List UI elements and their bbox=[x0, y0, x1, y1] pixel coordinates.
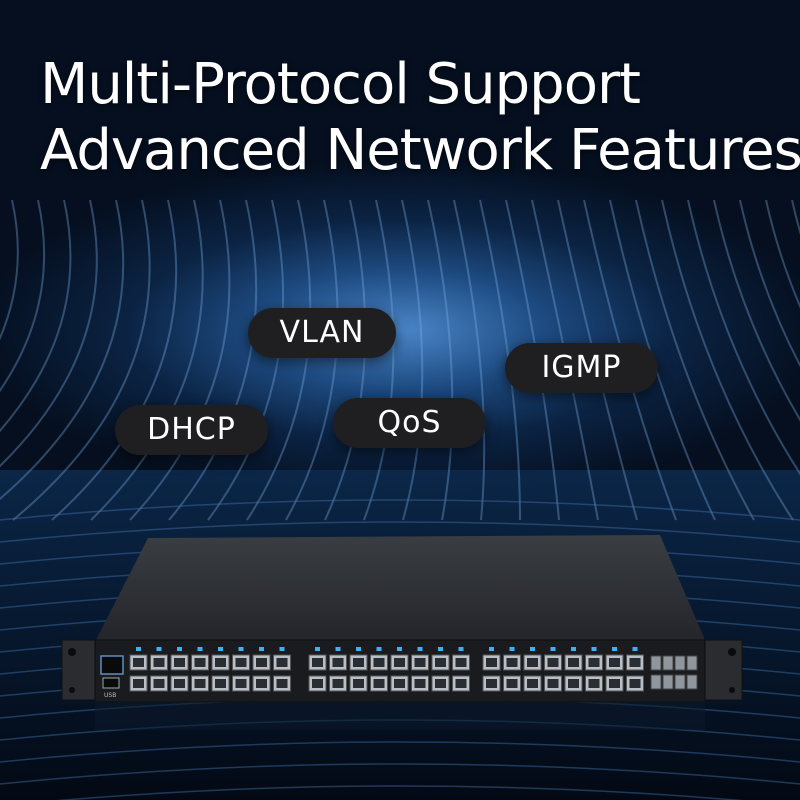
sfp-port bbox=[650, 655, 662, 671]
rj45-socket bbox=[276, 679, 288, 688]
rj45-socket bbox=[174, 658, 185, 667]
port-led bbox=[417, 647, 423, 651]
rj45-socket bbox=[332, 658, 344, 667]
dhcp-badge: DHCP bbox=[115, 405, 268, 455]
port-led bbox=[197, 647, 203, 651]
port-led bbox=[571, 647, 576, 651]
rj45-socket bbox=[153, 679, 165, 688]
rj45-socket bbox=[133, 679, 144, 688]
sfp-port bbox=[686, 655, 698, 671]
port-led bbox=[279, 647, 285, 651]
port-led bbox=[397, 647, 402, 651]
left-rack-ear bbox=[61, 639, 96, 701]
rj45-socket bbox=[486, 658, 497, 667]
sfp-port bbox=[662, 655, 674, 671]
console-port bbox=[100, 655, 124, 675]
rj45-socket bbox=[215, 679, 226, 688]
rj45-socket bbox=[394, 658, 405, 667]
port-led bbox=[136, 647, 141, 651]
headline-line-2: Advanced Network Features bbox=[40, 118, 800, 183]
port-led bbox=[550, 647, 556, 651]
rj45-socket bbox=[414, 679, 426, 688]
rj45-socket bbox=[215, 658, 226, 667]
sfp-port bbox=[674, 655, 686, 671]
rj45-socket bbox=[609, 679, 620, 688]
rj45-socket bbox=[588, 679, 600, 688]
port-led bbox=[612, 647, 617, 651]
rj45-socket bbox=[455, 658, 467, 667]
qos-badge: QoS bbox=[333, 398, 486, 448]
rj45-socket bbox=[435, 658, 446, 667]
port-led bbox=[356, 647, 361, 651]
sfp-port bbox=[662, 674, 674, 690]
vlan-badge: VLAN bbox=[248, 308, 396, 358]
rj45-socket bbox=[568, 679, 579, 688]
port-led bbox=[177, 647, 182, 651]
port-led bbox=[238, 647, 244, 651]
rj45-socket bbox=[588, 658, 600, 667]
port-led bbox=[218, 647, 223, 651]
rj45-socket bbox=[609, 658, 620, 667]
sfp-port bbox=[686, 674, 698, 690]
right-rack-ear bbox=[704, 639, 743, 701]
rj45-socket bbox=[506, 658, 518, 667]
igmp-badge: IGMP bbox=[505, 343, 658, 393]
rj45-socket bbox=[256, 679, 267, 688]
rj45-socket bbox=[235, 658, 247, 667]
sfp-port-grid bbox=[650, 655, 698, 690]
sfp-port bbox=[650, 674, 662, 690]
rj45-socket bbox=[312, 658, 323, 667]
rj45-socket bbox=[568, 658, 579, 667]
rj45-socket bbox=[373, 658, 385, 667]
port-led bbox=[591, 647, 597, 651]
rj45-socket bbox=[194, 658, 206, 667]
rj45-socket bbox=[629, 658, 641, 667]
rj45-socket bbox=[455, 679, 467, 688]
rj45-port-grid bbox=[129, 647, 644, 692]
port-led bbox=[438, 647, 443, 651]
rj45-socket bbox=[486, 679, 497, 688]
port-led bbox=[315, 647, 320, 651]
port-led bbox=[156, 647, 162, 651]
rj45-socket bbox=[174, 679, 185, 688]
headline: Multi-Protocol Support Advanced Network … bbox=[40, 52, 800, 184]
port-led bbox=[632, 647, 638, 651]
rj45-socket bbox=[332, 679, 344, 688]
chassis-top bbox=[95, 535, 705, 642]
rj45-socket bbox=[527, 679, 538, 688]
port-led bbox=[376, 647, 382, 651]
port-led bbox=[489, 647, 494, 651]
headline-line-1: Multi-Protocol Support bbox=[40, 52, 641, 117]
rj45-socket bbox=[312, 679, 323, 688]
rj45-socket bbox=[394, 679, 405, 688]
rj45-socket bbox=[414, 658, 426, 667]
port-led bbox=[259, 647, 264, 651]
rj45-socket bbox=[506, 679, 518, 688]
rj45-socket bbox=[194, 679, 206, 688]
rj45-socket bbox=[256, 658, 267, 667]
rj45-socket bbox=[527, 658, 538, 667]
port-led bbox=[509, 647, 515, 651]
rj45-socket bbox=[235, 679, 247, 688]
usb-port bbox=[102, 677, 120, 689]
rj45-socket bbox=[353, 658, 364, 667]
sfp-port bbox=[674, 674, 686, 690]
port-led bbox=[458, 647, 464, 651]
rj45-socket bbox=[133, 658, 144, 667]
rj45-socket bbox=[547, 679, 559, 688]
usb-label: USB bbox=[104, 692, 116, 699]
port-led bbox=[530, 647, 535, 651]
port-led bbox=[335, 647, 341, 651]
rj45-socket bbox=[547, 658, 559, 667]
rj45-socket bbox=[629, 679, 641, 688]
rj45-socket bbox=[435, 679, 446, 688]
rj45-socket bbox=[153, 658, 165, 667]
rj45-socket bbox=[373, 679, 385, 688]
rj45-socket bbox=[353, 679, 364, 688]
rj45-socket bbox=[276, 658, 288, 667]
